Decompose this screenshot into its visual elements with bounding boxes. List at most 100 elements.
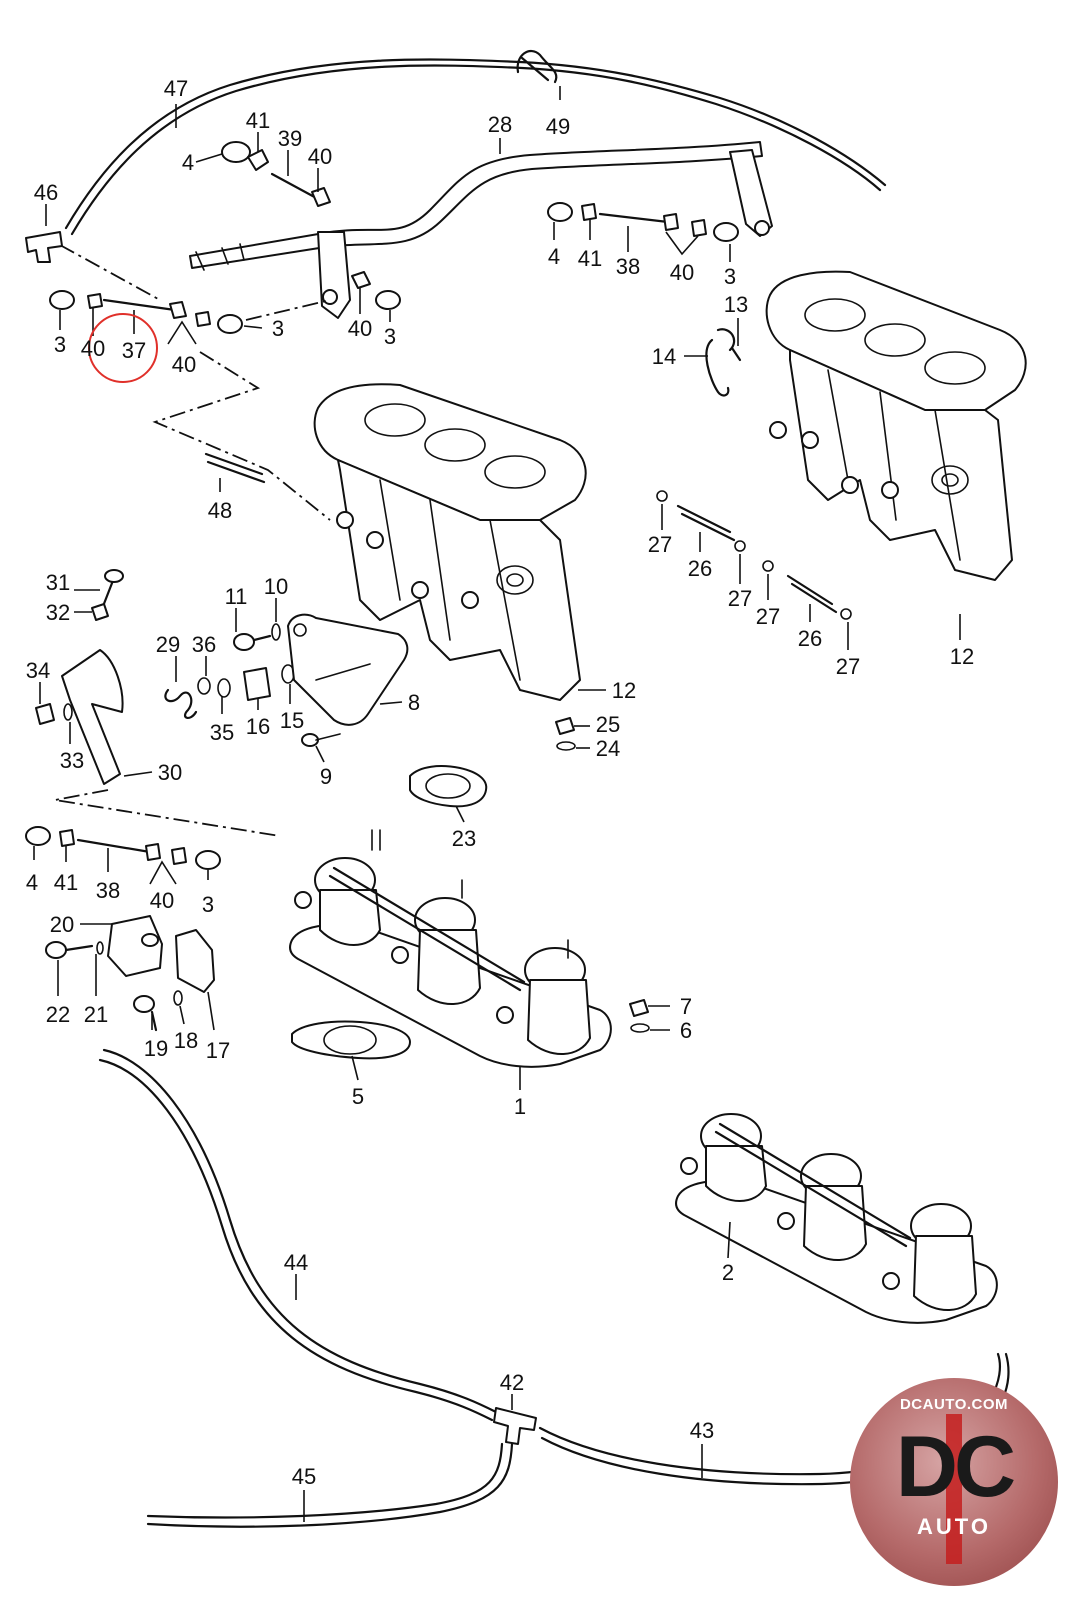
label-45: 45 (292, 1464, 316, 1489)
ball-socket-3b (217, 314, 243, 334)
nut-40c (195, 311, 211, 327)
washer-21 (96, 941, 104, 955)
clip-14 (705, 328, 736, 397)
label-12a: 12 (612, 678, 636, 703)
label-43: 43 (690, 1418, 714, 1443)
label-12b: 12 (950, 644, 974, 669)
ring-36 (197, 677, 211, 695)
cover-20 (107, 915, 163, 977)
nut-40b (169, 301, 187, 319)
nut-7 (629, 999, 649, 1017)
manifold-right (765, 270, 1027, 581)
nut-34 (35, 703, 55, 725)
gasket-5 (291, 1020, 411, 1060)
leader-3b (243, 325, 263, 329)
label-6: 6 (680, 1018, 692, 1043)
shaft-28 (189, 141, 763, 269)
label-27d: 27 (836, 654, 860, 679)
washer-18 (173, 990, 183, 1006)
ball-socket-3d (713, 222, 739, 242)
hose-44 (102, 1048, 498, 1414)
label-15: 15 (280, 708, 304, 733)
carburetor-1 (289, 829, 612, 1068)
nut-40-top (311, 187, 331, 207)
label-27b: 27 (728, 586, 752, 611)
label-40c: 40 (172, 352, 196, 377)
washer-35 (217, 678, 231, 698)
ball-socket-4 (221, 141, 251, 163)
label-16: 16 (246, 714, 270, 739)
nut-41b (581, 203, 597, 221)
dash-link-30 (54, 789, 281, 837)
label-44: 44 (284, 1250, 308, 1275)
hose-45 (146, 1442, 514, 1528)
clip-27a (656, 490, 668, 502)
clip-49 (516, 49, 558, 84)
screw-9-shank (315, 733, 341, 741)
carburetor-2 (675, 1113, 998, 1324)
label-49: 49 (546, 114, 570, 139)
label-3b: 3 (272, 316, 284, 341)
label-38a: 38 (616, 254, 640, 279)
nut-32 (91, 603, 109, 621)
pin-13 (730, 346, 742, 362)
leader-18 (179, 1005, 185, 1025)
leader-8 (379, 701, 403, 705)
washer-24 (556, 741, 576, 751)
bolt-19 (133, 995, 155, 1013)
label-47: 47 (164, 76, 188, 101)
bolt-22 (45, 941, 67, 959)
label-27a: 27 (648, 532, 672, 557)
leader-40c (167, 320, 197, 345)
label-4a: 4 (182, 150, 194, 175)
tee-46 (25, 231, 63, 263)
dash-46-link (59, 244, 161, 301)
label-3d: 3 (724, 264, 736, 289)
label-25: 25 (596, 712, 620, 737)
label-14: 14 (652, 344, 676, 369)
label-28: 28 (488, 112, 512, 137)
dash-zigzag (152, 351, 331, 521)
pin-26a (676, 504, 732, 534)
hose-47 (64, 58, 887, 230)
label-37: 37 (122, 338, 146, 363)
label-38b: 38 (96, 878, 120, 903)
leader-30 (123, 771, 153, 777)
label-8: 8 (408, 690, 420, 715)
shaft-lever-left (317, 231, 351, 319)
lever-ball (322, 289, 338, 305)
label-35: 35 (210, 720, 234, 745)
pin-48 (204, 452, 264, 476)
hose-47-inner (70, 64, 882, 236)
label-27c: 27 (756, 604, 780, 629)
nut-41c (59, 829, 75, 847)
label-3a: 3 (54, 332, 66, 357)
nut-40a (87, 293, 103, 309)
label-31: 31 (46, 570, 70, 595)
ball-socket-3a (49, 290, 75, 310)
label-2: 2 (722, 1260, 734, 1285)
rod-38a (598, 212, 670, 224)
lever-ball-right (754, 220, 770, 236)
label-40f: 40 (150, 888, 174, 913)
nut-40h (171, 847, 187, 865)
label-21: 21 (84, 1002, 108, 1027)
spring-29 (164, 688, 198, 719)
nut-40e (663, 213, 679, 231)
leader-4a (195, 153, 223, 163)
lever-30 (61, 649, 124, 785)
bolt-22-shank (64, 944, 94, 952)
tee-42 (493, 1407, 537, 1445)
nut-40f (691, 219, 707, 237)
rod-38b (76, 838, 152, 854)
rod-39 (270, 172, 322, 202)
label-42: 42 (500, 1370, 524, 1395)
leader-40f (149, 860, 177, 885)
label-7: 7 (680, 994, 692, 1019)
label-41b: 41 (578, 246, 602, 271)
label-40e: 40 (670, 260, 694, 285)
label-41c: 41 (54, 870, 78, 895)
label-40d: 40 (348, 316, 372, 341)
bracket-8 (287, 613, 409, 726)
